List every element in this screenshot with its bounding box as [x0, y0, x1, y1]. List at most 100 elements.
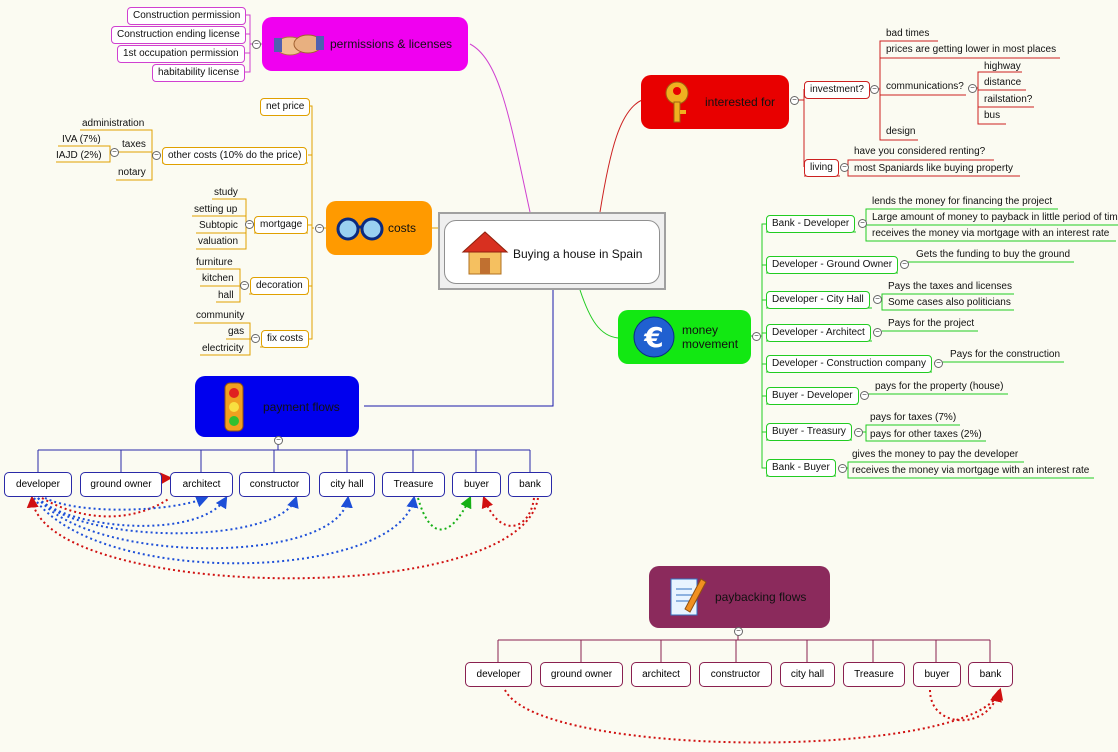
other-costs-collapse-toggle[interactable]: − [152, 151, 161, 160]
other-costs-node[interactable]: other costs (10% do the price) [162, 147, 308, 165]
money-group-toggle[interactable]: − [934, 359, 943, 368]
mortgage-item: Subtopic [199, 220, 238, 231]
investment-collapse-toggle[interactable]: − [870, 85, 879, 94]
taxes-label: taxes [122, 139, 146, 150]
money-group[interactable]: Bank - Buyer [766, 459, 836, 477]
money-group-item: pays for other taxes (2%) [870, 429, 982, 440]
money-group[interactable]: Bank - Developer [766, 215, 856, 233]
decoration-item: kitchen [202, 273, 234, 284]
money-title-line1: money [682, 323, 719, 337]
key-icon [665, 81, 689, 123]
central-title: Buying a house in Spain [513, 247, 643, 261]
communications-item: railstation? [984, 94, 1033, 105]
payment-node-treasure[interactable]: Treasure [382, 472, 445, 497]
costs-topic[interactable]: costs [326, 201, 432, 255]
fix-costs-collapse-toggle[interactable]: − [251, 334, 260, 343]
communications-item: distance [984, 77, 1022, 88]
payback-node-bank[interactable]: bank [968, 662, 1013, 687]
money-collapse-toggle[interactable]: − [752, 332, 761, 341]
living-item: most Spaniards like buying property [854, 163, 1013, 174]
payback-node-ground-owner[interactable]: ground owner [540, 662, 623, 687]
payback-node-constructor[interactable]: constructor [699, 662, 772, 687]
tax-item: IAJD (2%) [56, 150, 102, 161]
money-group[interactable]: Developer - City Hall [766, 291, 870, 309]
payback-flows-collapse-toggle[interactable]: − [734, 627, 743, 636]
money-group-item: Pays for the project [888, 318, 975, 329]
fix-cost-item: gas [228, 326, 245, 337]
money-group-item: Pays the taxes and licenses [888, 281, 1012, 292]
notary-label: notary [118, 167, 146, 178]
central-topic[interactable]: Buying a house in Spain [438, 212, 666, 290]
mortgage-collapse-toggle[interactable]: − [245, 220, 254, 229]
money-group-toggle[interactable]: − [873, 328, 882, 337]
payment-flows-collapse-toggle[interactable]: − [274, 436, 283, 445]
communications-item: highway [984, 61, 1021, 72]
payment-node-ground-owner[interactable]: ground owner [80, 472, 162, 497]
money-group[interactable]: Buyer - Developer [766, 387, 859, 405]
payback-node-developer[interactable]: developer [465, 662, 532, 687]
costs-collapse-toggle[interactable]: − [315, 224, 324, 233]
payment-node-buyer[interactable]: buyer [452, 472, 501, 497]
money-group[interactable]: Developer - Construction company [766, 355, 932, 373]
permissions-collapse-toggle[interactable]: − [252, 40, 261, 49]
mortgage-node[interactable]: mortgage [254, 216, 309, 234]
payment-node-city-hall[interactable]: city hall [319, 472, 375, 497]
money-group-toggle[interactable]: − [854, 428, 863, 437]
money-movement-topic[interactable]: € money movement [618, 310, 751, 364]
money-group-item: receives the money via mortgage with an … [852, 465, 1090, 476]
living-collapse-toggle[interactable]: − [840, 163, 849, 172]
mortgage-item: setting up [194, 204, 238, 215]
money-group-toggle[interactable]: − [858, 219, 867, 228]
svg-text:€: € [643, 321, 663, 354]
investment-item: bad times [886, 28, 930, 39]
net-price-node[interactable]: net price [260, 98, 311, 116]
decoration-item: furniture [196, 257, 233, 268]
permission-item: 1st occupation permission [117, 45, 245, 63]
permission-item: habitability license [152, 64, 246, 82]
living-node[interactable]: living [804, 159, 839, 177]
interested-collapse-toggle[interactable]: − [790, 96, 799, 105]
payment-node-architect[interactable]: architect [170, 472, 233, 497]
money-group[interactable]: Buyer - Treasury [766, 423, 852, 441]
money-group[interactable]: Developer - Architect [766, 324, 871, 342]
costs-title: costs [388, 221, 417, 235]
payback-node-architect[interactable]: architect [631, 662, 691, 687]
glasses-icon [336, 217, 384, 241]
money-group-item: Some cases also politicians [888, 297, 1011, 308]
fix-costs-node[interactable]: fix costs [261, 330, 310, 348]
payment-flows-title: payment flows [263, 399, 340, 414]
money-group-item: Pays for the construction [950, 349, 1061, 360]
interested-title: interested for [705, 95, 776, 109]
interested-topic[interactable]: interested for [641, 75, 789, 129]
investment-item: communications? [886, 81, 964, 92]
administration-label: administration [82, 118, 145, 129]
payback-node-buyer[interactable]: buyer [913, 662, 961, 687]
money-group[interactable]: Developer - Ground Owner [766, 256, 899, 274]
handshake-icon [274, 34, 324, 56]
money-group-toggle[interactable]: − [860, 391, 869, 400]
investment-node[interactable]: investment? [804, 81, 870, 99]
permissions-title: permissions & licenses [330, 37, 453, 51]
money-group-toggle[interactable]: − [838, 464, 847, 473]
decoration-node[interactable]: decoration [250, 277, 309, 295]
money-group-item: lends the money for financing the projec… [872, 196, 1053, 207]
money-group-item: pays for the property (house) [875, 381, 1004, 392]
decoration-collapse-toggle[interactable]: − [240, 281, 249, 290]
euro-icon: € [633, 316, 675, 358]
taxes-collapse-toggle[interactable]: − [110, 148, 119, 157]
payment-node-developer[interactable]: developer [4, 472, 72, 497]
payback-node-treasure[interactable]: Treasure [843, 662, 905, 687]
money-group-toggle[interactable]: − [900, 260, 909, 269]
payback-flows-topic[interactable]: paybacking flows [649, 566, 830, 628]
permissions-topic[interactable]: permissions & licenses [262, 17, 468, 71]
payment-node-bank[interactable]: bank [508, 472, 552, 497]
payback-node-city-hall[interactable]: city hall [780, 662, 835, 687]
money-group-toggle[interactable]: − [873, 295, 882, 304]
payment-flows-topic[interactable]: payment flows [195, 376, 359, 437]
living-item: have you considered renting? [854, 146, 986, 157]
mortgage-item: study [214, 187, 238, 198]
money-group-item: Gets the funding to buy the ground [916, 249, 1070, 260]
payment-node-constructor[interactable]: constructor [239, 472, 310, 497]
communications-collapse-toggle[interactable]: − [968, 84, 977, 93]
